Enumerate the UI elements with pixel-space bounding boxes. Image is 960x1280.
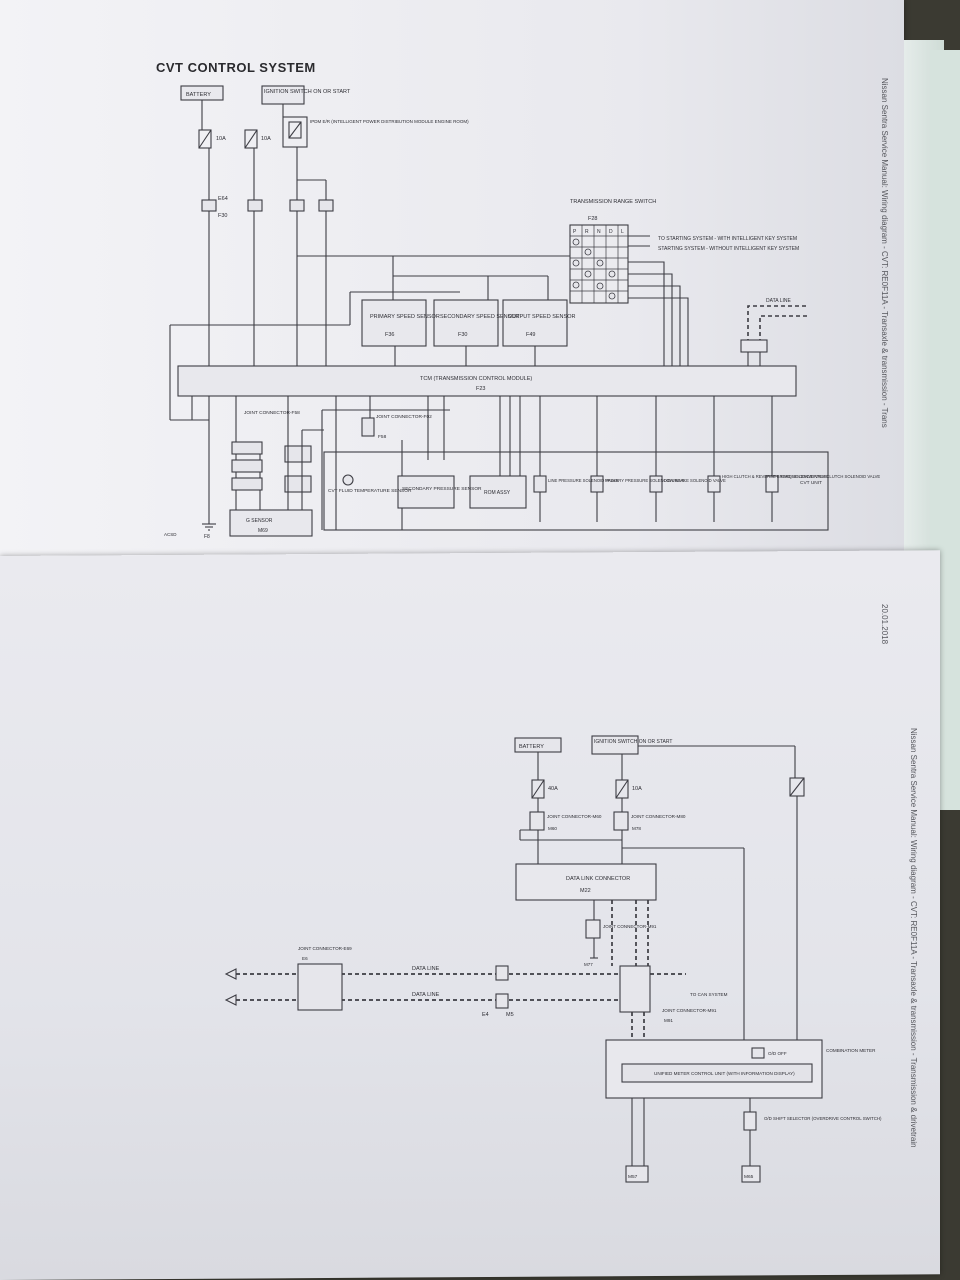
primary-speed-box — [361, 299, 427, 347]
torque-conv-label: TORQUE CONVERTER CLUTCH SOLENOID VALVE — [780, 474, 880, 479]
dlc-conn: M22 — [580, 888, 591, 894]
ground-label: F8 — [204, 534, 210, 540]
joint-m91-box — [619, 965, 651, 1013]
output-speed-box — [502, 299, 568, 347]
range-col-r: R — [585, 229, 589, 235]
data-line-2: DATA LINE — [412, 992, 440, 998]
dlc-label: DATA LINK CONNECTOR — [566, 876, 630, 882]
umcu-label: UNIFIED METER CONTROL UNIT (WITH INFORMA… — [654, 1071, 795, 1076]
joint-m60-conn: M60 — [548, 826, 557, 831]
combination-meter-label: COMBINATION METER — [826, 1048, 876, 1053]
od-off-label: O/D OFF — [768, 1051, 787, 1056]
joint-f02-conn: F58 — [378, 434, 387, 440]
joint-f58: JOINT CONNECTOR-F58 — [244, 410, 300, 416]
output-conn: F49 — [526, 332, 535, 338]
ipdm-label: IPDM E/R (INTELLIGENT POWER DISTRIBUTION… — [310, 119, 469, 124]
range-col-p: P — [573, 229, 577, 235]
fuse-1 — [198, 129, 212, 149]
rom-label: ROM ASSY — [484, 490, 511, 496]
range-switch-label: TRANSMISSION RANGE SWITCH — [570, 199, 656, 205]
joint-m77-conn: M77 — [584, 962, 593, 967]
b-fuse1: 40A — [548, 786, 558, 792]
secondary-speed-label: SECONDARY SPEED SENSOR — [440, 314, 520, 320]
joint-m60-label: JOINT CONNECTOR-M60 — [547, 814, 602, 819]
g-sensor-label: G SENSOR — [246, 518, 273, 524]
bottom-wires — [224, 735, 823, 1183]
cvt-unit-box — [323, 451, 829, 531]
range-col-l: L — [621, 229, 624, 235]
cvt-fluid-label: CVT FLUID TEMPERATURE SENSOR — [328, 488, 412, 494]
range-conn: F28 — [588, 216, 597, 222]
joint-f02: JOINT CONNECTOR-F02 — [376, 414, 432, 420]
diagram-title: CVT CONTROL SYSTEM — [156, 60, 316, 75]
b-fuse2: 10A — [632, 786, 642, 792]
data-line-1: DATA LINE — [412, 966, 440, 972]
dlc-box — [515, 863, 657, 901]
battery-label-2: BATTERY — [519, 744, 544, 750]
ignition-label: IGNITION SWITCH ON OR START — [264, 89, 351, 95]
code-label: ACSD — [164, 532, 177, 537]
battery-label: BATTERY — [186, 92, 211, 98]
ipdm-box — [282, 116, 308, 148]
rom-box — [469, 475, 527, 509]
tcm-label: TCM (TRANSMISSION CONTROL MODULE) — [420, 376, 532, 382]
fuse-2 — [244, 129, 258, 149]
range-col-n: N — [597, 229, 601, 235]
joint-m78-conn: M78 — [632, 826, 641, 831]
high-clutch-label: HIGH CLUTCH & REVERSE BRAKE SOLENOID VAL… — [722, 474, 828, 479]
g-sensor-box — [229, 509, 313, 537]
joint-e68-label: JOINT CONNECTOR-E69 — [298, 946, 352, 951]
umcu-box — [621, 1063, 813, 1083]
top-wires — [169, 85, 829, 537]
ground2-label: M65 — [744, 1174, 754, 1180]
output-speed-label: OUTPUT SPEED SENSOR — [508, 314, 575, 320]
range-col-d: D — [609, 229, 613, 235]
top-labels: BATTERY IGNITION SWITCH ON OR START IPDM… — [164, 89, 880, 540]
to-can-label: TO CAN SYSTEM — [690, 992, 728, 997]
conn-m5: M5 — [506, 1012, 514, 1018]
top-page — [0, 0, 904, 560]
conn-e4: E4 — [482, 1012, 489, 1018]
ignition-box-2 — [591, 735, 639, 755]
to-starting-2: STARTING SYSTEM - WITHOUT INTELLIGENT KE… — [658, 246, 799, 252]
secondary-conn: F30 — [458, 332, 467, 338]
to-starting-1: TO STARTING SYSTEM - WITH INTELLIGENT KE… — [658, 236, 797, 242]
ovd-switch-label: O/D SHIFT SELECTOR (OVERDRIVE CONTROL SW… — [764, 1116, 882, 1121]
low-brake-label: LOW BRAKE SOLENOID VALVE — [664, 478, 726, 483]
ignition-label-2: IGNITION SWITCH ON OR START — [594, 739, 672, 745]
joint-m91-conn: M91 — [664, 1018, 673, 1023]
bottom-labels: BATTERY IGNITION SWITCH ON OR START 40A … — [298, 739, 882, 1180]
primary-pressure-label: PRIMARY PRESSURE SOLENOID VALVE — [605, 478, 685, 483]
joint-m91-label: JOINT CONNECTOR-M91 — [662, 1008, 717, 1013]
g-sensor-conn: M69 — [258, 528, 268, 534]
primary-speed-label: PRIMARY SPEED SENSOR — [370, 314, 440, 320]
secondary-speed-box — [433, 299, 499, 347]
tcm-conn: F23 — [476, 386, 485, 392]
fuse1-label: 10A — [216, 136, 226, 142]
secondary-pressure-label: SECONDARY PRESSURE SENSOR — [402, 486, 482, 492]
joint-m78-label: JOINT CONNECTOR-M80 — [631, 814, 686, 819]
fuse2-label: 10A — [261, 136, 271, 142]
conn-f30: F30 — [218, 213, 227, 219]
secondary-pressure-box — [397, 475, 455, 509]
ground1-label: M57 — [628, 1174, 638, 1180]
tcm-box — [177, 365, 797, 397]
joint-e68-box — [297, 963, 343, 1011]
line-pressure-label: LINE PRESSURE SOLENOID VALVE — [548, 478, 619, 483]
data-line-label: DATA LINE — [766, 298, 791, 304]
cvt-unit-label: CVT UNIT — [800, 480, 822, 486]
joint-e68-conn: E6 — [302, 956, 308, 961]
joint-m77-label: JOINT CONNECTOR-M91 — [603, 924, 657, 929]
conn-e64: E64 — [218, 196, 228, 202]
primary-conn: F36 — [385, 332, 394, 338]
